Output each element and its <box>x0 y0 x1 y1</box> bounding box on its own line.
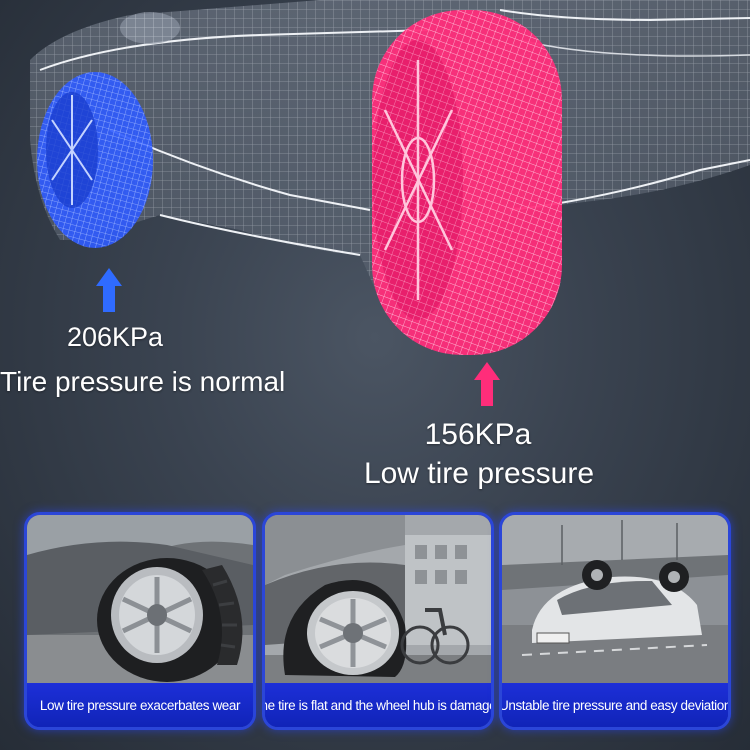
normal-pressure-value: 206KPa <box>66 322 164 352</box>
blue-up-arrow <box>96 268 122 312</box>
pink-wheel <box>372 10 562 355</box>
card-caption-flat: The tire is flat and the wheel hub is da… <box>265 683 491 727</box>
low-pressure-value: 156KPa <box>424 418 532 451</box>
pink-up-arrow <box>474 362 500 406</box>
flat-tire-card: The tire is flat and the wheel hub is da… <box>262 512 494 730</box>
card-caption-wear: Low tire pressure exacerbates wear <box>27 683 253 727</box>
flat-tire-photo <box>265 515 491 683</box>
worn-tire-card: Low tire pressure exacerbates wear <box>24 512 256 730</box>
card-caption-deviation: Unstable tire pressure and easy deviatio… <box>502 683 728 727</box>
blue-wheel <box>37 72 153 248</box>
overturned-car-photo <box>502 515 728 683</box>
low-pressure-label: Low tire pressure <box>363 457 595 490</box>
overturned-car-card: Unstable tire pressure and easy deviatio… <box>499 512 731 730</box>
worn-tire-photo <box>27 515 253 683</box>
normal-pressure-label: Tire pressure is normal <box>0 366 286 397</box>
wireframe-car-illustration <box>30 0 750 406</box>
